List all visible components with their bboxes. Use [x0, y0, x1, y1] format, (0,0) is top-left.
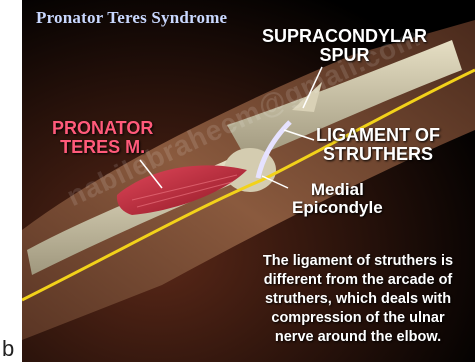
ligament-label-line2: STRUTHERS [316, 145, 440, 164]
illustration-panel: nabilebraheem@gmail.com Pronator Teres S… [22, 0, 475, 362]
explanatory-note: The ligament of struthers is different f… [244, 252, 472, 347]
pronator-teres-label: PRONATOR TERES M. [52, 119, 153, 157]
note-line: nerve around the elbow. [244, 328, 472, 347]
ligament-label: LIGAMENT OF STRUTHERS [316, 126, 440, 164]
medial-epicondyle-label: Medial Epicondyle [292, 181, 383, 217]
figure-letter: b [2, 336, 14, 362]
medial-label-line1: Medial [292, 181, 383, 199]
supracondylar-spur-label: SUPRACONDYLAR SPUR [262, 27, 427, 65]
note-line: different from the arcade of [244, 271, 472, 290]
spur-label-line2: SPUR [262, 46, 427, 65]
note-line: compression of the ulnar [244, 309, 472, 328]
note-line: The ligament of struthers is [244, 252, 472, 271]
figure-title: Pronator Teres Syndrome [36, 8, 227, 28]
note-line: struthers, which deals with [244, 290, 472, 309]
medial-label-line2: Epicondyle [292, 199, 383, 217]
ligament-label-line1: LIGAMENT OF [316, 126, 440, 145]
pronator-label-line2: TERES M. [52, 138, 153, 157]
pronator-label-line1: PRONATOR [52, 119, 153, 138]
spur-label-line1: SUPRACONDYLAR [262, 27, 427, 46]
